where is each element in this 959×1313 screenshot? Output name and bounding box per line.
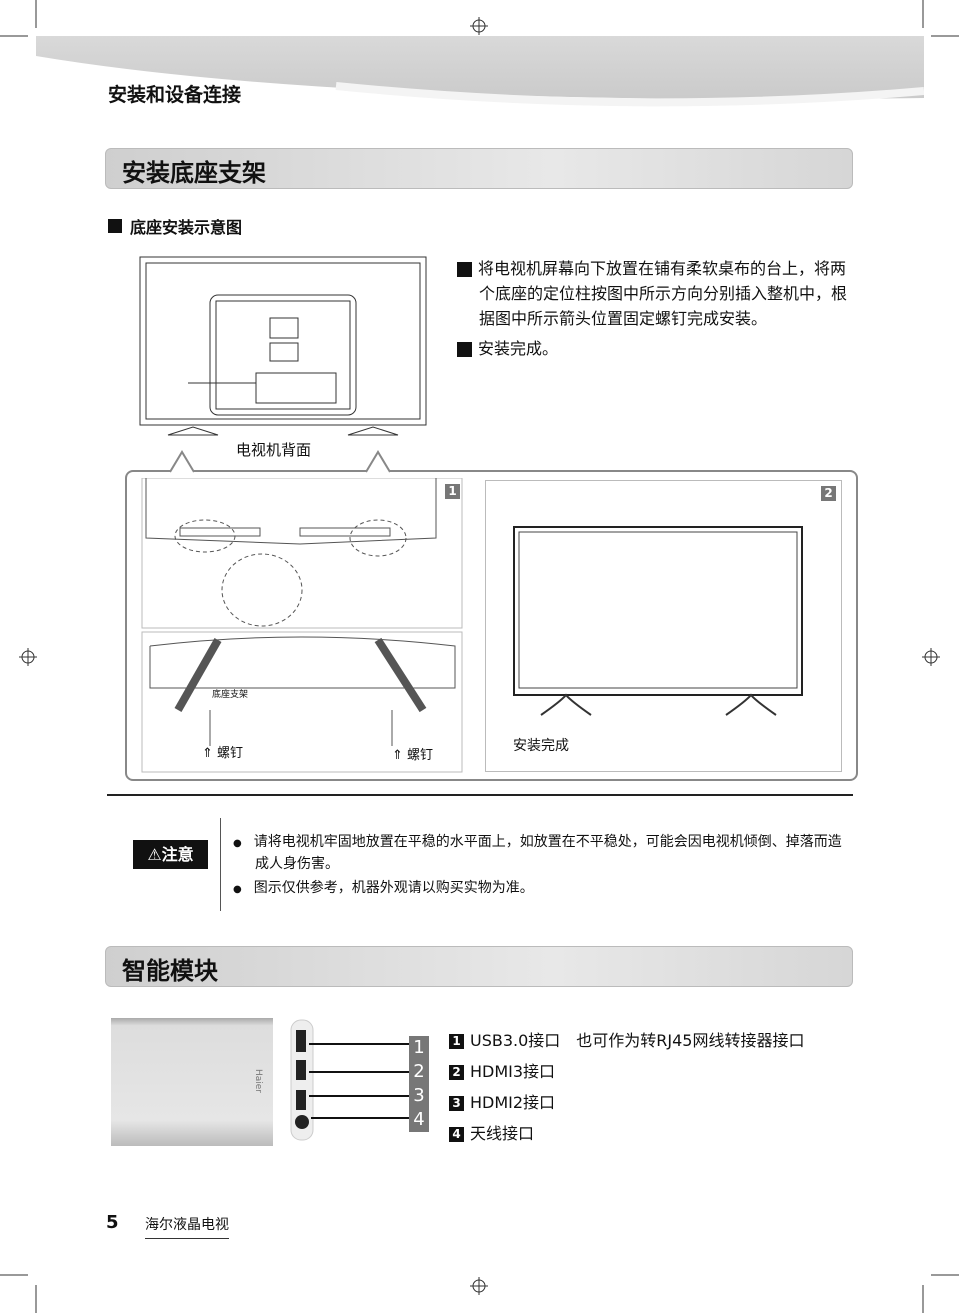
footer-product: 海尔液晶电视 [145,1214,229,1239]
callout-pointers [170,450,391,473]
caution-note: 图示仅供参考，机器外观请以购买实物为准。 [233,878,853,900]
screw-label-right: ⇑ 螺钉 [392,748,434,763]
chapter-title: 安装和设备连接 [108,84,242,106]
subheading-text: 底座安装示意图 [130,218,243,237]
section-title: 安装底座支架 [122,159,266,187]
divider [107,794,853,796]
page-number: 5 [106,1212,119,1233]
caution-badge: ⚠注意 [133,840,208,869]
arrow-up-icon: ⇑ [392,748,408,763]
caution-note: 请将电视机牢固地放置在平稳的水平面上，如放置在不平稳处，可能会因电视机倾倒、掉落… [233,832,853,874]
panel-2-badge: 2 [821,483,842,502]
port-callouts [290,1019,410,1141]
screw-label-left: ⇑ 螺钉 [202,746,244,761]
subheading: 底座安装示意图 [108,214,242,238]
brand-logo: Haier [253,1068,264,1094]
smart-module-image: Haier [111,1018,273,1146]
done-label: 安装完成 [513,738,569,754]
section-title: 智能模块 [122,957,218,985]
step2-diagram [485,480,842,772]
section-bar-module: 智能模块 [105,946,853,987]
callout-numbers: 1 2 3 4 [409,1036,429,1132]
header-band [36,36,925,110]
step1-diagram [141,478,463,773]
square-bullet-icon [108,219,122,233]
arrow-up-icon: ⇑ [202,746,218,761]
stand-label: 底座支架 [212,690,249,700]
caution-divider [220,818,221,911]
caution-notes: 请将电视机牢固地放置在平稳的水平面上，如放置在不平稳处，可能会因电视机倾倒、掉落… [233,832,853,904]
tv-back-label: 电视机背面 [236,441,312,459]
section-bar-stand: 安装底座支架 [105,148,853,189]
panel-1-badge: 1 [445,481,466,500]
tv-back-diagram [139,256,427,436]
install-diagram-panel [125,470,858,781]
